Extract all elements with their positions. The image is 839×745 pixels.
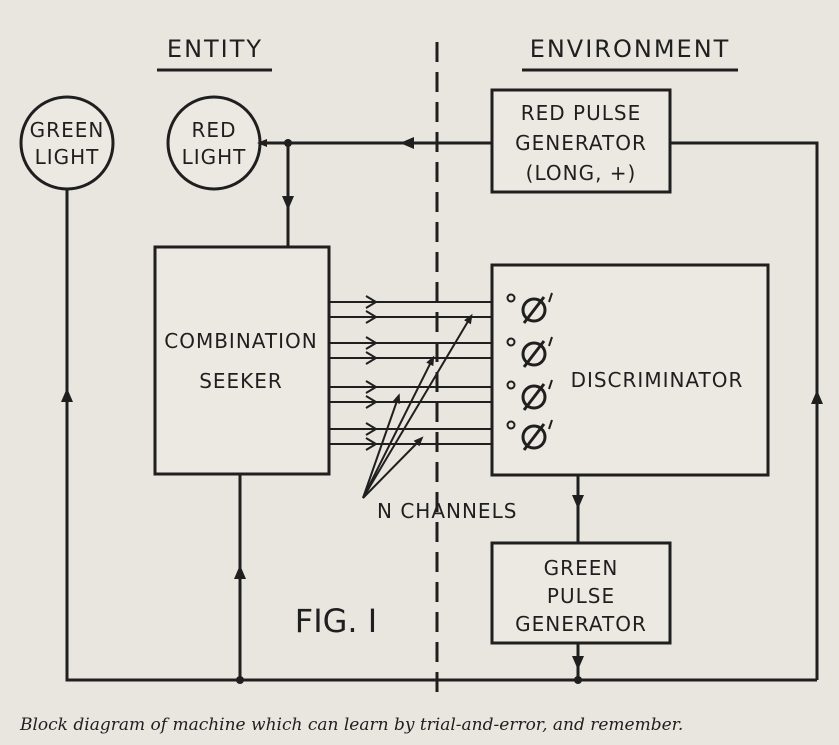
channel-arrow-icon: [365, 395, 378, 409]
channel-arrow-icon: [365, 351, 378, 365]
discriminator-knobs: [506, 292, 553, 451]
red-pulse-generator-label-3: (LONG, +): [526, 161, 637, 185]
arrow-up-icon: [811, 390, 823, 404]
combination-seeker-label-1: COMBINATION: [164, 329, 318, 353]
knob-icon: [506, 336, 553, 368]
red-pulse-generator-label-1: RED PULSE: [521, 101, 641, 125]
channel-arrow-icon: [365, 422, 378, 436]
arrow-up-icon: [234, 565, 246, 579]
green-light-label-2: LIGHT: [35, 145, 100, 169]
junction-dot: [236, 676, 244, 684]
channel-pointer-lines: [362, 313, 473, 499]
channel-arrow-icon: [365, 437, 378, 451]
knob-icon: [506, 292, 553, 324]
green-pulse-generator-label-2: PULSE: [547, 584, 615, 608]
combination-seeker-label-2: SEEKER: [199, 369, 283, 393]
arrow-up-icon: [61, 388, 73, 402]
figure-label: FIG. I: [295, 602, 377, 640]
arrow-down-icon: [572, 656, 584, 670]
red-light-label-1: RED: [192, 118, 237, 142]
green-pulse-generator-box: [490, 541, 672, 645]
green-light-label-1: GREEN: [30, 118, 105, 142]
red-pulse-generator-box: [490, 88, 672, 194]
red-light-node: [166, 95, 262, 191]
red-pulse-return-line: [670, 141, 819, 680]
channel-arrow-icon: [365, 310, 378, 324]
arrow-down-icon: [282, 196, 294, 210]
channel-arrow-icon: [365, 380, 378, 394]
green-light-node: [19, 95, 115, 191]
discriminator-label: DISCRIMINATOR: [571, 368, 744, 392]
red-light-label-2: LIGHT: [182, 145, 247, 169]
arrow-left-icon: [400, 137, 414, 149]
channel-arrow-icon: [365, 336, 378, 350]
n-channels-label: N CHANNELS: [377, 499, 517, 523]
n-channels: [329, 295, 492, 451]
green-pulse-generator-label-1: GREEN: [544, 556, 619, 580]
environment-header: ENVIRONMENT: [530, 35, 731, 63]
entity-header: ENTITY: [167, 35, 263, 63]
discriminator-box: [490, 263, 770, 477]
red-pulse-generator-label-2: GENERATOR: [515, 131, 647, 155]
arrow-down-icon: [572, 495, 584, 509]
knob-icon: [506, 419, 553, 451]
figure-caption: Block diagram of machine which can learn…: [19, 715, 683, 735]
channel-arrow-icon: [365, 295, 378, 309]
green-light-feedback-line: [65, 189, 817, 682]
junction-dot: [574, 676, 582, 684]
knob-icon: [506, 379, 553, 411]
green-pulse-generator-label-3: GENERATOR: [515, 612, 647, 636]
combination-seeker-box: [153, 245, 331, 476]
